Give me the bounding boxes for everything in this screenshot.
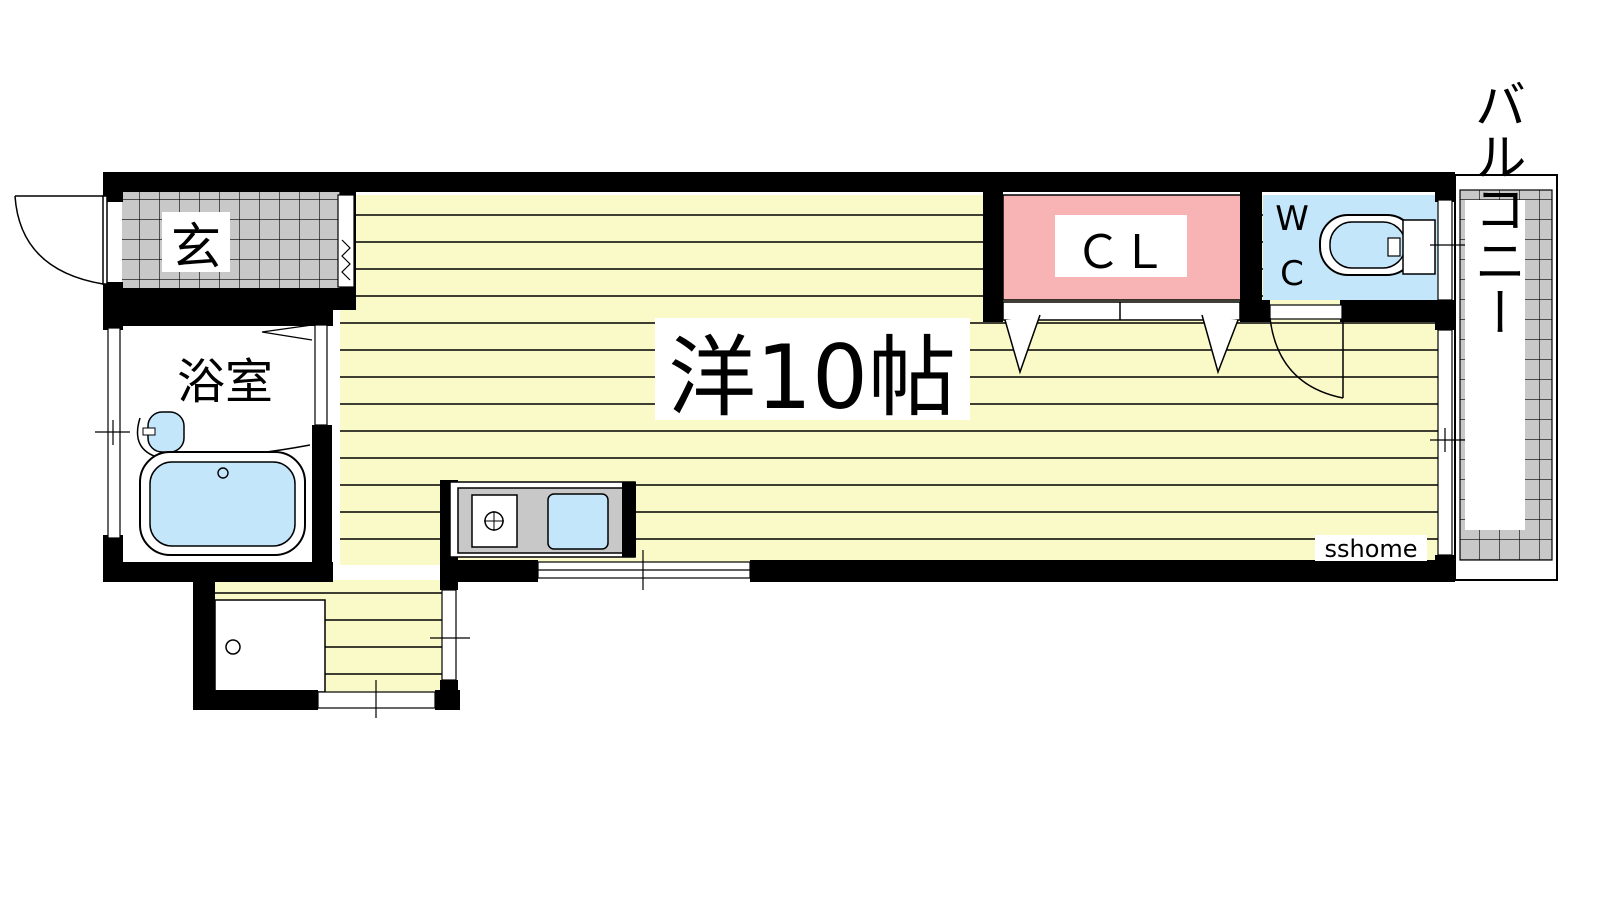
entrance-step [337,194,355,288]
kitchen-counter [449,481,636,558]
closet-doors [1002,301,1241,375]
balcony-window [1430,199,1465,556]
closet-label-bg [1055,215,1187,277]
entrance-door [14,195,108,285]
wc-fixtures [1269,214,1436,399]
wc-label-top: W [1275,199,1309,239]
kitchen-side-window [430,589,470,681]
bathroom-fixtures [95,324,328,556]
entrance-label-bg [162,212,230,272]
balcony-label-bg [1465,200,1525,530]
wc-label-bottom: C [1280,254,1304,294]
entrance-floor [122,192,342,290]
closet-label: ＣＬ [1075,225,1167,279]
bathroom-label-bg [160,345,290,405]
bathroom-label: 浴室 [177,354,273,410]
kitchen-bottom-window [317,680,436,718]
balcony-label: バルコニー [1465,78,1525,338]
entrance-label: 玄 [171,218,221,276]
storage-area [214,599,326,693]
kitchen-window [537,550,751,590]
washer-drain [225,639,241,655]
watermark: sshome [1324,535,1417,563]
western-room-label: 洋10帖 [668,326,956,429]
watermark-bg [1315,535,1427,561]
western-room-label-bg [655,318,970,420]
